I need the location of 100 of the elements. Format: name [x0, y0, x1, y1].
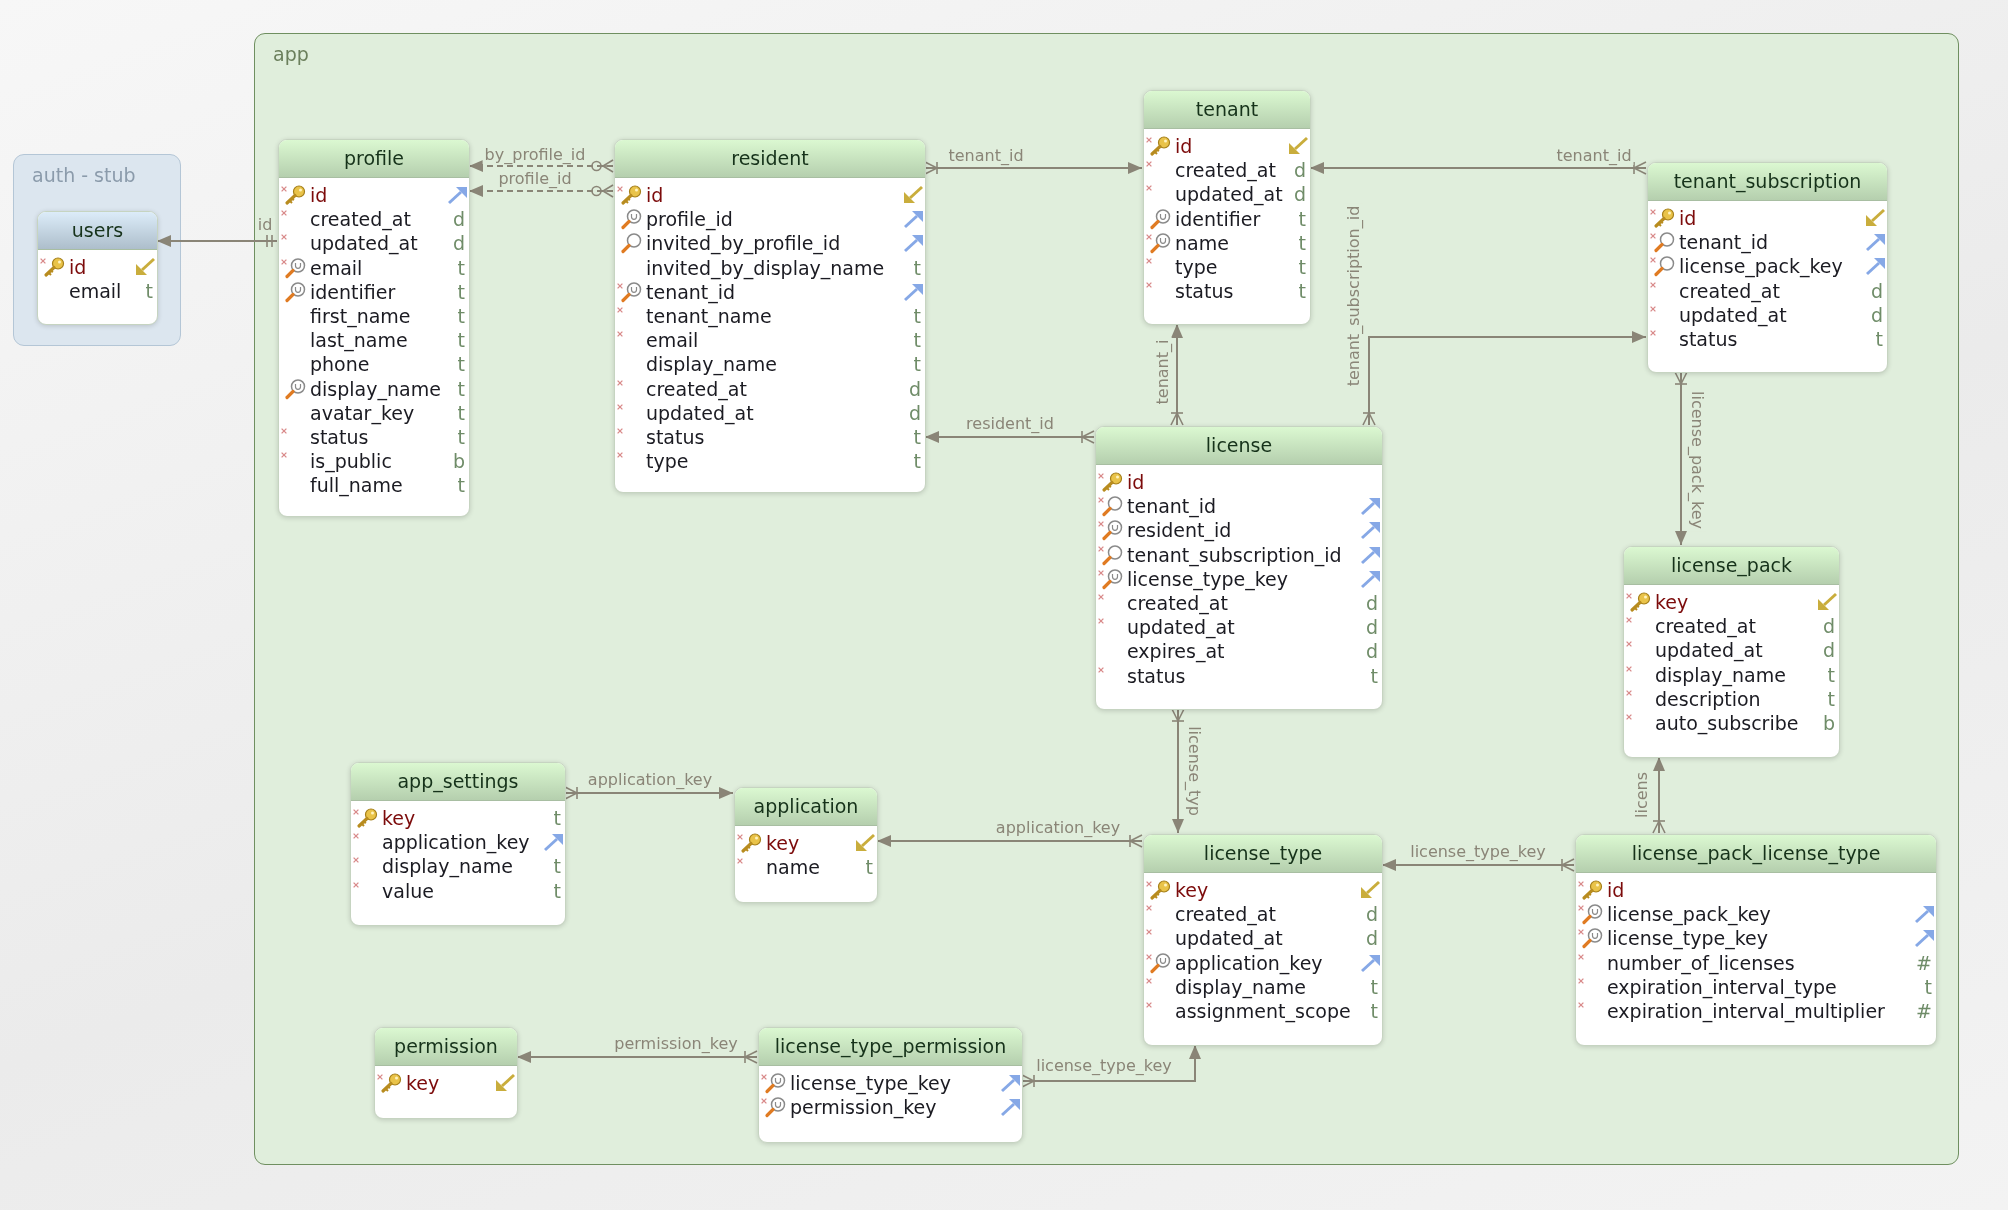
table-header: users — [38, 212, 157, 250]
relationship-line — [876, 834, 1143, 848]
column-type: d — [1870, 302, 1883, 327]
edge-label: permission_key — [612, 1035, 740, 1053]
column-name: value — [382, 878, 434, 903]
table-card — [1647, 162, 1888, 373]
column-type: d — [1365, 902, 1378, 927]
column-name: key — [406, 1071, 440, 1095]
column-type: d — [1365, 591, 1378, 615]
table-header: profile — [279, 140, 469, 178]
column-type: d — [452, 231, 465, 256]
column-name: license_pack_key — [1679, 254, 1843, 279]
column-name: updated_at — [1679, 303, 1787, 327]
column-type: d — [1293, 182, 1306, 207]
column-type: t — [1370, 663, 1378, 688]
column-name: created_at — [1127, 591, 1228, 615]
column-name: updated_at — [310, 231, 418, 256]
column-name: type — [646, 449, 689, 474]
relationship-line — [1170, 323, 1184, 426]
table-header: app_settings — [351, 763, 565, 801]
column-type: t — [457, 304, 465, 328]
column-name: resident_id — [1127, 518, 1232, 543]
column-name: updated_at — [646, 401, 754, 425]
column-name: created_at — [1175, 158, 1276, 183]
column-name: identifier — [310, 279, 396, 304]
column-name: status — [646, 425, 705, 449]
column-name: display_name — [310, 376, 441, 401]
column-type: d — [1365, 615, 1378, 640]
table-header: tenant_subscription — [1648, 163, 1887, 201]
column-name: name — [1175, 230, 1229, 255]
relationship-line — [1171, 708, 1185, 834]
table-header: application — [735, 788, 877, 826]
relationship-line — [1309, 161, 1647, 175]
column-name: first_name — [310, 304, 411, 328]
edge-label: license_type_key — [1034, 1057, 1174, 1075]
column-name: phone — [310, 352, 370, 377]
column-name: created_at — [310, 207, 411, 232]
relationship-line — [156, 234, 278, 248]
column-type: b — [452, 449, 465, 474]
group-panel — [13, 154, 181, 346]
column-name: id — [1607, 878, 1625, 902]
column-name: number_of_licenses — [1607, 950, 1795, 975]
column-name: email — [69, 279, 122, 304]
column-name: license_type_key — [1127, 567, 1289, 591]
column-type: t — [913, 425, 921, 449]
column-name: is_public — [310, 449, 392, 474]
group-panel — [254, 33, 1959, 1165]
column-type: t — [1298, 206, 1306, 231]
table-header: license_type — [1144, 835, 1382, 873]
column-type: t — [1370, 999, 1378, 1023]
column-type: d — [1870, 278, 1883, 303]
column-type: t — [145, 279, 153, 304]
edge-label: application_key — [993, 819, 1123, 837]
table-card — [1143, 834, 1383, 1046]
table-header: license — [1096, 427, 1382, 465]
column-type: t — [457, 328, 465, 353]
column-type: d — [452, 207, 465, 232]
column-type: t — [553, 806, 561, 830]
table-card — [758, 1027, 1023, 1143]
column-name: display_name — [1655, 662, 1786, 687]
relationship-line — [468, 184, 614, 198]
column-name: updated_at — [1127, 615, 1235, 640]
column-name: display_name — [646, 352, 777, 377]
relationship-line — [468, 159, 614, 173]
column-name: status — [310, 425, 369, 449]
table-header: license_type_permission — [759, 1028, 1022, 1066]
column-name: created_at — [1655, 614, 1756, 639]
column-type: t — [457, 473, 465, 498]
relationship-line — [1652, 756, 1666, 834]
column-type: d — [1293, 158, 1306, 183]
edge-label: tenant_id — [1554, 147, 1634, 165]
table-header: resident — [615, 140, 925, 178]
column-name: tenant_subscription_id — [1127, 542, 1342, 567]
column-type: t — [457, 352, 465, 377]
column-name: tenant_id — [646, 280, 736, 304]
edge-label: profile_id — [496, 170, 574, 188]
column-type: t — [553, 854, 561, 879]
column-name: id — [646, 183, 664, 207]
relationship-line — [924, 430, 1095, 444]
table-card — [1575, 834, 1937, 1046]
column-name: status — [1679, 327, 1738, 351]
column-name: invited_by_display_name — [646, 255, 885, 280]
edge-label: tenant_id — [946, 147, 1026, 165]
table-card — [734, 787, 878, 903]
column-name: assignment_scope — [1175, 999, 1351, 1023]
edge-label: license_type_key — [1408, 843, 1548, 861]
relationship-line — [516, 1050, 758, 1064]
column-name: invited_by_profile_id — [646, 231, 841, 256]
column-type: t — [1298, 279, 1306, 304]
column-type: d — [1822, 638, 1835, 663]
column-name: license_type_key — [1607, 926, 1769, 951]
relationship-line — [1362, 331, 1647, 426]
column-name: auto_subscribe — [1655, 711, 1799, 735]
column-name: license_pack_key — [1607, 902, 1771, 927]
column-name: status — [1175, 279, 1234, 304]
column-name: id — [69, 255, 87, 279]
column-name: identifier — [1175, 206, 1261, 231]
column-type: t — [1827, 662, 1835, 687]
column-type: t — [865, 855, 873, 880]
column-type: t — [1875, 327, 1883, 351]
